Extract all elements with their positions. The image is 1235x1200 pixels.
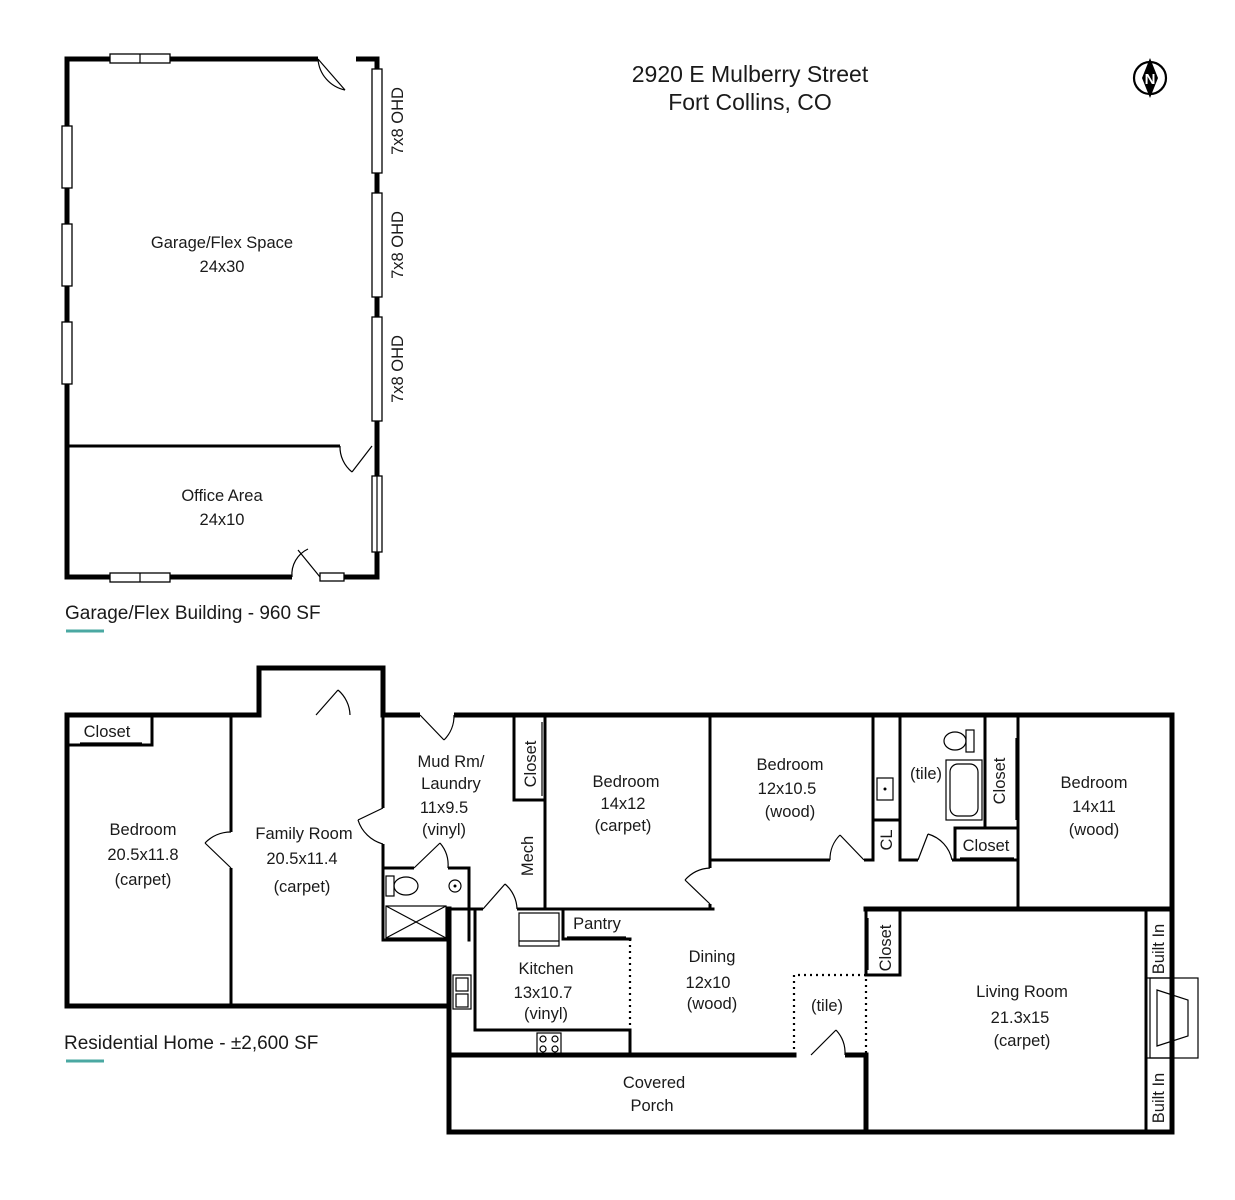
door-swing bbox=[291, 548, 345, 582]
room-size: 20.5x11.4 bbox=[266, 850, 337, 868]
room-size: 24x30 bbox=[200, 258, 245, 276]
room-floor: (carpet) bbox=[994, 1032, 1051, 1050]
closet-label: Closet bbox=[522, 740, 540, 787]
room-name: Laundry bbox=[421, 775, 481, 793]
room-size: 12x10 bbox=[686, 974, 731, 992]
room-size: 21.3x15 bbox=[991, 1009, 1050, 1027]
room-floor: (carpet) bbox=[274, 878, 331, 896]
room-name: Family Room bbox=[255, 825, 352, 843]
room-floor: (tile) bbox=[811, 997, 843, 1015]
door-swing bbox=[357, 807, 387, 845]
room-floor: (wood) bbox=[687, 995, 737, 1013]
door-swing bbox=[810, 1029, 846, 1059]
north-arrow-icon: N bbox=[1132, 58, 1168, 98]
address-line-2: Fort Collins, CO bbox=[668, 89, 832, 115]
room-size: 13x10.7 bbox=[514, 984, 573, 1002]
door-swing bbox=[684, 867, 714, 905]
room-floor: (vinyl) bbox=[422, 821, 466, 839]
address-line-1: 2920 E Mulberry Street bbox=[632, 61, 869, 87]
room-name: Garage/Flex Space bbox=[151, 234, 293, 252]
built-in-label: Built In bbox=[1150, 924, 1168, 974]
refrigerator-icon bbox=[518, 912, 560, 947]
room-name: Kitchen bbox=[518, 960, 573, 978]
door-label: 7x8 OHD bbox=[389, 211, 407, 279]
door-swing bbox=[413, 842, 449, 872]
room-name: Porch bbox=[630, 1097, 673, 1115]
overhead-door bbox=[371, 316, 383, 422]
overhead-door bbox=[371, 192, 383, 298]
stove-icon bbox=[536, 1032, 562, 1056]
garage-caption: Garage/Flex Building - 960 SF bbox=[65, 603, 321, 624]
room-floor: (tile) bbox=[910, 765, 942, 783]
room-floor: (wood) bbox=[1069, 821, 1119, 839]
closet-label: Closet bbox=[84, 723, 131, 741]
door-swing bbox=[204, 831, 235, 869]
room-name: Office Area bbox=[181, 487, 263, 505]
pantry-label: Pantry bbox=[573, 915, 621, 933]
room-size: 20.5x11.8 bbox=[107, 846, 178, 864]
door-swing bbox=[829, 834, 865, 864]
room-size: 14x11 bbox=[1072, 798, 1116, 816]
built-in-label: Built In bbox=[1150, 1073, 1168, 1123]
room-floor: (vinyl) bbox=[524, 1005, 568, 1023]
compass-letter: N bbox=[1145, 71, 1156, 88]
door-swing bbox=[315, 689, 351, 719]
sink-icon bbox=[876, 777, 894, 801]
room-size: 12x10.5 bbox=[758, 780, 817, 798]
window bbox=[61, 125, 73, 189]
overhead-door bbox=[371, 68, 383, 174]
toilet-icon bbox=[943, 729, 975, 753]
door-swing bbox=[419, 712, 455, 741]
door-swing bbox=[917, 833, 953, 864]
room-floor: (carpet) bbox=[115, 871, 172, 889]
door-label: 7x8 OHD bbox=[389, 87, 407, 155]
room-name: Mud Rm/ bbox=[418, 753, 485, 771]
closet-label: Closet bbox=[991, 757, 1009, 804]
door-swing bbox=[339, 443, 373, 473]
room-name: Bedroom bbox=[757, 756, 824, 774]
sink-icon bbox=[448, 879, 462, 893]
room-floor: (carpet) bbox=[595, 817, 652, 835]
residence: Closet Bedroom 20.5x11.8 (carpet) Family… bbox=[64, 665, 1199, 1135]
toilet-icon bbox=[385, 875, 419, 897]
door-swing bbox=[317, 56, 356, 91]
door-label: 7x8 OHD bbox=[389, 335, 407, 403]
door-swing bbox=[482, 883, 518, 913]
kitchen-sink-icon bbox=[452, 974, 472, 1010]
room-size: 24x10 bbox=[200, 511, 245, 529]
room-size: 11x9.5 bbox=[420, 799, 468, 817]
room-size: 14x12 bbox=[601, 795, 646, 813]
closet-label: Closet bbox=[877, 924, 895, 971]
window bbox=[61, 321, 73, 385]
bathtub-icon bbox=[945, 759, 983, 821]
shower-icon bbox=[385, 905, 447, 939]
garage-building: Garage/Flex Space 24x30 Office Area 24x1… bbox=[61, 53, 407, 583]
closet-label: Closet bbox=[963, 837, 1010, 855]
window bbox=[61, 223, 73, 287]
room-name: Bedroom bbox=[1061, 774, 1128, 792]
room-name: Dining bbox=[689, 948, 736, 966]
room-name: Covered bbox=[623, 1074, 685, 1092]
room-floor: (wood) bbox=[765, 803, 815, 821]
cl-label: CL bbox=[878, 829, 896, 850]
mech-label: Mech bbox=[519, 836, 537, 876]
room-name: Bedroom bbox=[110, 821, 177, 839]
room-name: Bedroom bbox=[593, 773, 660, 791]
room-name: Living Room bbox=[976, 983, 1068, 1001]
residence-caption: Residential Home - ±2,600 SF bbox=[64, 1033, 318, 1054]
fireplace-icon bbox=[1149, 977, 1199, 1059]
